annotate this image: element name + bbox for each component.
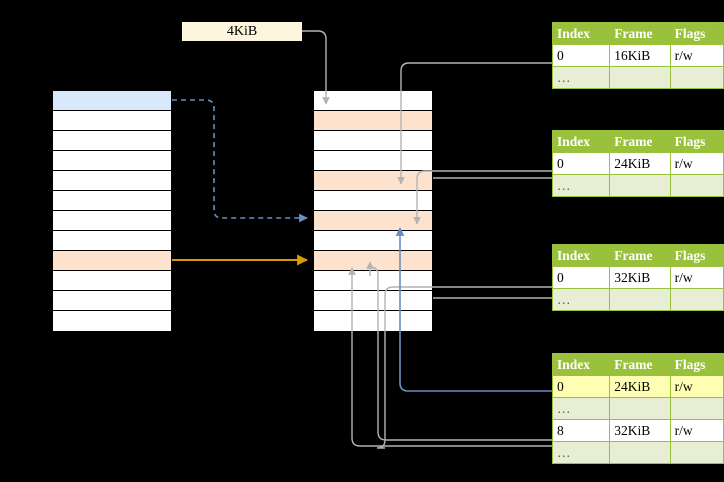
cell-index: … [551, 66, 611, 89]
cell-flags: r/w [669, 419, 724, 442]
cell-frame: 16KiB [609, 44, 671, 67]
physical-frame-row-11 [314, 311, 432, 331]
cell-frame [609, 288, 671, 311]
physical-memory-column [313, 90, 433, 331]
page-size-label: 4KiB [182, 22, 302, 41]
virtual-page-row-10 [53, 291, 171, 311]
virtual-page-row-4 [53, 171, 171, 191]
virtual-page-row-11 [53, 311, 171, 331]
physical-frame-row-9 [314, 271, 432, 291]
page-size-label-text: 4KiB [226, 23, 258, 39]
virtual-page-row-3 [53, 151, 171, 171]
column-header-frame: Frame [609, 22, 671, 45]
column-header-flags: Flags [669, 22, 724, 45]
physical-frame-row-8 [314, 251, 432, 271]
cell-index: … [551, 397, 611, 420]
cell-flags [669, 174, 724, 197]
virtual-page-row-9 [53, 271, 171, 291]
cell-frame: 32KiB [609, 266, 671, 289]
virtual-address-space-column [52, 90, 172, 331]
physical-frame-row-2 [314, 131, 432, 151]
column-header-index: Index [551, 130, 611, 153]
table-row: … [551, 397, 724, 420]
physical-frame-row-5 [314, 191, 432, 211]
cell-index: 0 [551, 44, 611, 67]
column-header-flags: Flags [669, 353, 724, 376]
column-header-index: Index [551, 244, 611, 267]
cell-flags: r/w [669, 44, 724, 67]
column-header-index: Index [551, 353, 611, 376]
virtual-page-row-2 [53, 131, 171, 151]
physical-frame-row-6 [314, 211, 432, 231]
table-row: … [551, 441, 724, 464]
physical-frame-row-1 [314, 111, 432, 131]
physical-frame-row-10 [314, 291, 432, 311]
virtual-page-row-7 [53, 231, 171, 251]
column-header-flags: Flags [669, 130, 724, 153]
cell-index: 0 [551, 152, 611, 175]
virtual-page-row-5 [53, 191, 171, 211]
table-row: … [551, 288, 724, 311]
cell-flags [669, 288, 724, 311]
cell-frame: 32KiB [609, 419, 671, 442]
column-header-flags: Flags [669, 244, 724, 267]
virtual-page-row-8 [53, 251, 171, 271]
cell-frame [609, 174, 671, 197]
column-header-frame: Frame [609, 353, 671, 376]
physical-frame-row-3 [314, 151, 432, 171]
column-header-frame: Frame [609, 130, 671, 153]
cell-frame [609, 441, 671, 464]
cell-flags: r/w [669, 152, 724, 175]
cell-flags: r/w [669, 266, 724, 289]
cell-frame [609, 397, 671, 420]
cell-index: … [551, 441, 611, 464]
cell-flags: r/w [669, 375, 724, 398]
cell-flags [669, 66, 724, 89]
cell-index: 8 [551, 419, 611, 442]
physical-frame-row-0 [314, 91, 432, 111]
virtual-page-row-1 [53, 111, 171, 131]
cell-index: 0 [551, 266, 611, 289]
cell-flags [669, 441, 724, 464]
cell-frame [609, 66, 671, 89]
column-header-index: Index [551, 22, 611, 45]
virtual-page-row-6 [53, 211, 171, 231]
cell-frame: 24KiB [609, 375, 671, 398]
table-row: … [551, 66, 724, 89]
physical-frame-row-7 [314, 231, 432, 251]
physical-frame-row-4 [314, 171, 432, 191]
cell-index: … [551, 288, 611, 311]
cell-frame: 24KiB [609, 152, 671, 175]
column-header-frame: Frame [609, 244, 671, 267]
cell-index: 0 [551, 375, 611, 398]
table-row: … [551, 174, 724, 197]
cell-flags [669, 397, 724, 420]
virtual-page-row-0 [53, 91, 171, 111]
cell-index: … [551, 174, 611, 197]
